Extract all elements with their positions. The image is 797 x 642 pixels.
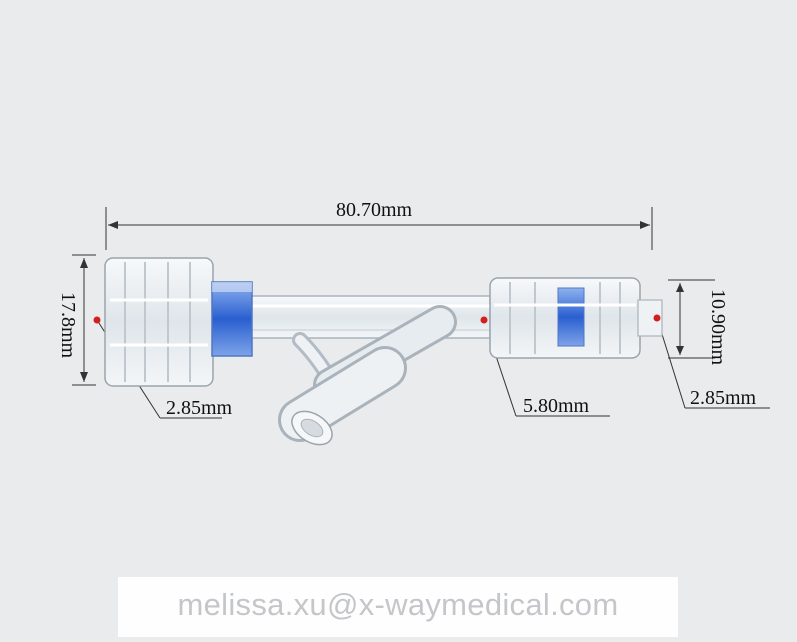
tube-diameter-label: 5.80mm bbox=[523, 395, 590, 417]
right-height-label: 10.90mm bbox=[707, 289, 729, 366]
right-connector bbox=[489, 277, 663, 359]
red-markers bbox=[93, 314, 661, 324]
left-bore-label: 2.85mm bbox=[166, 397, 233, 419]
left-height-label: 17.8mm bbox=[57, 292, 79, 359]
watermark-email: melissa.xu@x-waymedical.com bbox=[118, 577, 678, 637]
right-bore-label: 2.85mm bbox=[690, 387, 757, 409]
side-branch bbox=[278, 305, 457, 446]
overall-length-label: 80.70mm bbox=[336, 199, 413, 221]
left-connector bbox=[104, 257, 253, 387]
